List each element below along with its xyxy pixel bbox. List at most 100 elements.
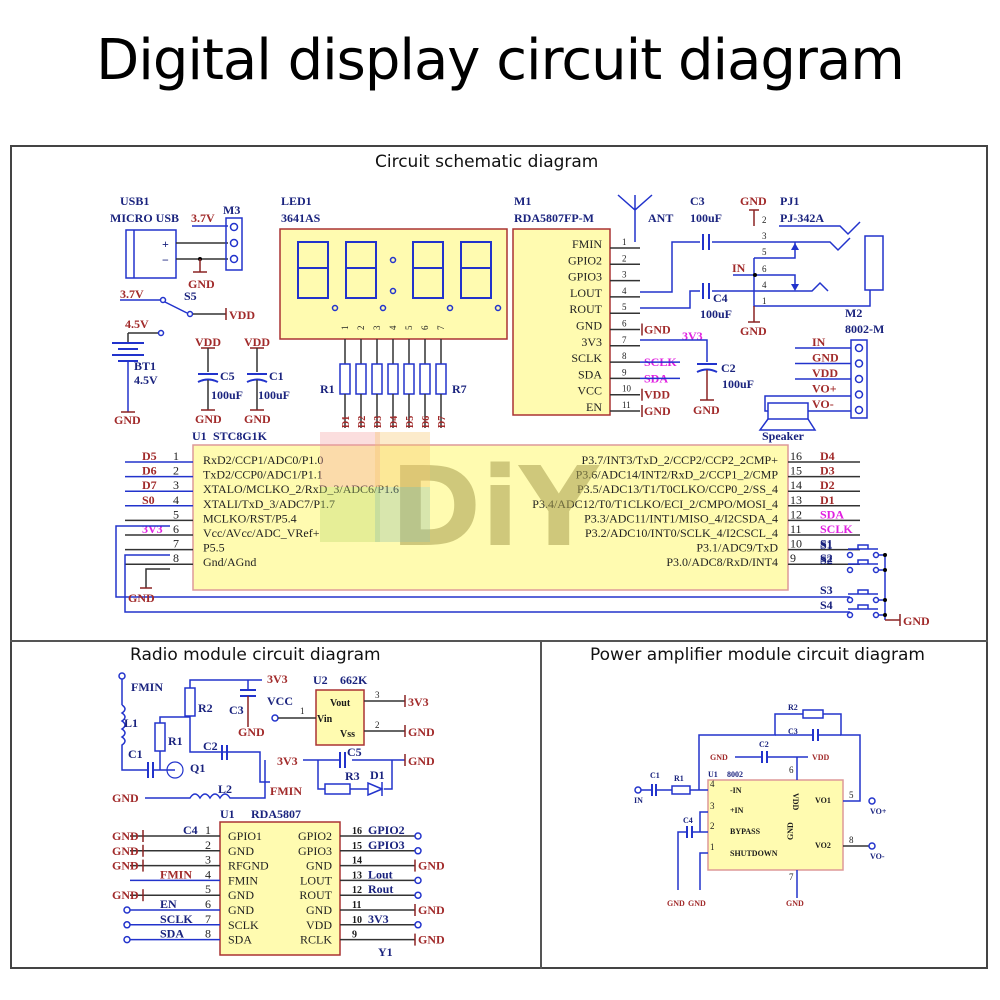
- switch-contact: [872, 611, 880, 619]
- rda-pin-name: GND: [228, 903, 254, 917]
- rda-pin-name: ROUT: [299, 888, 332, 902]
- colon-dot: [389, 256, 397, 264]
- junction: [883, 553, 887, 557]
- audio-jack: C3 100uF C4 100uF GND PJ1 PJ-342A IN 2 3…: [640, 194, 884, 338]
- resistor: [403, 363, 415, 395]
- u1-net-label: SCLK: [820, 522, 853, 536]
- rda-pin-number: 2: [205, 838, 211, 852]
- decimal-point: [494, 304, 502, 312]
- amp-u1-ref: U1: [708, 770, 718, 779]
- radio-front-end: FMIN L1 C1 R1 R2 Q1 C2 L2 FMIN GND C3 VC…: [112, 672, 302, 805]
- r3-label: R3: [345, 769, 360, 783]
- led-pin-number: 2: [356, 326, 366, 331]
- amp-pinnum: 6: [789, 765, 794, 775]
- u1-pin-number: 7: [173, 537, 179, 551]
- speaker-label: Speaker: [762, 429, 805, 443]
- u1-pin-number: 12: [790, 507, 802, 521]
- switch-contact: [872, 551, 880, 559]
- m1-net-label: VDD: [644, 388, 670, 402]
- m2-pin-label: VO-: [812, 397, 834, 411]
- resistor-net: D2: [357, 416, 368, 428]
- rda-net-label: Rout: [368, 882, 393, 896]
- junction: [883, 613, 887, 617]
- m1-pin-name: GND: [576, 319, 602, 333]
- m1-pin-number: 1: [622, 237, 627, 247]
- u1-pin-name: P3.4/ADC12/T0/T1CLKO/ECI_2/CMPO/MOSI_4: [532, 497, 778, 511]
- page-title: Digital display circuit diagram: [96, 28, 905, 93]
- c5-top-net: VDD: [195, 335, 221, 349]
- rda-pin-name: RCLK: [300, 933, 332, 947]
- rda-net-label: GND: [418, 903, 445, 917]
- pj1-in: IN: [732, 261, 746, 275]
- resistor-net: D1: [341, 416, 352, 428]
- u1-pin-number: 16: [790, 449, 802, 463]
- pj1-pin: 4: [762, 280, 767, 290]
- c5-bottom-net: GND: [195, 412, 222, 426]
- horizontal-divider: [10, 640, 988, 642]
- u1-pin-name: P3.2/ADC10/INT0/SCLK_4/I2CSCL_4: [585, 526, 778, 540]
- switch-contact: [846, 566, 854, 574]
- s5-ref: S5: [184, 289, 197, 303]
- rda-terminal: [123, 935, 131, 944]
- rda-pin-number: 4: [205, 867, 211, 881]
- rda-pin-number: 8: [205, 927, 211, 941]
- rda-pin-name: LOUT: [300, 873, 333, 887]
- m2-pin-hole: [854, 374, 864, 384]
- switch-actuator: [848, 589, 878, 595]
- rda-pin-number: 11: [352, 900, 361, 911]
- resistor: [371, 363, 383, 395]
- c3-label: C3: [229, 703, 244, 717]
- r2-label: R2: [198, 701, 213, 715]
- amp-pin-gnd: GND: [786, 822, 795, 840]
- switch-contact: [846, 596, 854, 604]
- 3v3-label: 3V3: [277, 754, 298, 768]
- u2-pin2: 2: [375, 720, 380, 730]
- l2-label: L2: [218, 782, 232, 796]
- decimal-point: [446, 304, 454, 312]
- u1-net-label: D3: [820, 464, 835, 478]
- u1-pin-name: P3.3/ADC11/INT1/MISO_4/I2CSDA_4: [584, 511, 778, 525]
- u1-pin-number: 1: [173, 449, 179, 463]
- rda-net-label: SCLK: [160, 912, 193, 926]
- amp-gnd: GND: [786, 899, 804, 908]
- amp-pin-vdd: VDD: [791, 793, 800, 811]
- m1-pin-name: EN: [586, 400, 602, 414]
- amp-c2: C2: [759, 740, 769, 749]
- u1-pin-name: XTALO/MCLKO_2/RxD_3/ADC6/P1.6: [203, 482, 399, 496]
- rda-net-label: GND: [112, 888, 139, 902]
- u1-pin-name: Vcc/AVcc/ADC_VRef+: [203, 526, 320, 540]
- led-pin-number: 3: [372, 325, 382, 330]
- rda-pin-number: 12: [352, 885, 362, 896]
- m1-pin-name: LOUT: [570, 286, 603, 300]
- c2-label: C2: [203, 739, 218, 753]
- led-part: 3641AS: [281, 211, 321, 225]
- r1-label: R1: [168, 734, 183, 748]
- amp-pinnum: 3: [710, 801, 715, 811]
- digit-segment-bottom: [297, 267, 329, 299]
- u1-net-label: D5: [142, 449, 157, 463]
- u1-net-label: D7: [142, 478, 157, 492]
- usb-connector: USB1 MICRO USB 3.7V + − GND: [110, 194, 228, 291]
- usb-plus: +: [162, 237, 169, 251]
- amp-pin-vo1: VO1: [815, 796, 831, 805]
- u1-pin-name: P3.0/ADC8/RxD/INT4: [666, 555, 778, 569]
- u1-pin-name: P3.5/ADC13/T1/T0CLKO/CCP0_2/SS_4: [577, 482, 778, 496]
- u1-net-label: D1: [820, 493, 835, 507]
- m1-pin-number: 11: [622, 400, 631, 410]
- junction: [883, 568, 887, 572]
- u1-pin-number: 8: [173, 551, 179, 565]
- decimal-point: [331, 304, 339, 312]
- u1-ref: U1: [192, 429, 207, 443]
- m2-pin-hole: [854, 359, 864, 368]
- led-pin-number: 4: [388, 325, 398, 330]
- u2-vout: Vout: [330, 698, 351, 709]
- amp-in: IN: [634, 796, 643, 805]
- switch-label: S4: [820, 598, 833, 612]
- watermark-logo: [320, 432, 380, 487]
- amp-r2: R2: [788, 703, 798, 712]
- r7-ref: R7: [452, 382, 467, 396]
- gnd-label: GND: [740, 194, 767, 208]
- usb-ref: USB1: [120, 194, 149, 208]
